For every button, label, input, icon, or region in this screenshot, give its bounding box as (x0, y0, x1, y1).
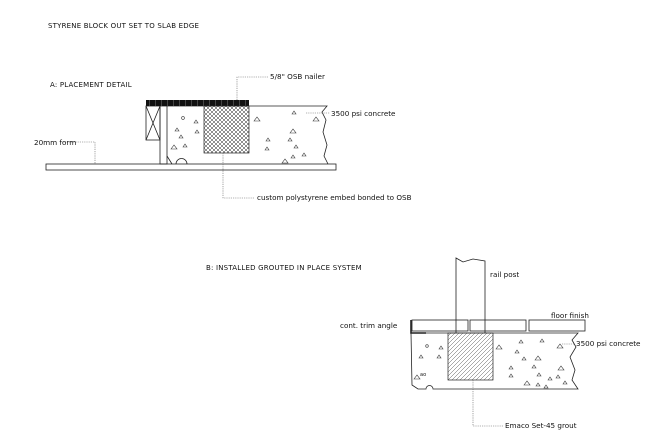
concrete-outline (167, 105, 329, 165)
label-trim-angle: cont. trim angle (340, 321, 398, 330)
form-brace (145, 105, 161, 141)
label-osb-nailer: 5/8" OSB nailer (270, 72, 325, 81)
aggregate-marks (413, 338, 568, 389)
label-concrete-b: 3500 psi concrete (576, 339, 641, 348)
aggregate-mark: ao (420, 372, 426, 378)
osb-nailer (146, 100, 249, 106)
grout-leader (472, 380, 504, 427)
label-polystyrene-embed: custom polystyrene embed bonded to OSB (257, 193, 412, 202)
label-floor-finish: floor finish (551, 311, 589, 320)
label-20mm-form: 20mm form (34, 138, 76, 147)
slab-base (45, 163, 337, 171)
label-grout: Emaco Set-45 grout (505, 421, 577, 430)
floor-finish-tile (469, 319, 527, 332)
detail-b: B: INSTALLED GROUTED IN PLACE SYSTEM rai… (206, 257, 641, 430)
concrete-outline-b (410, 332, 579, 390)
label-rail-post: rail post (490, 270, 519, 279)
form-board (159, 105, 168, 165)
polystyrene-embed (203, 105, 250, 154)
detail-a-title: A: PLACEMENT DETAIL (50, 81, 132, 89)
detail-b-title: B: INSTALLED GROUTED IN PLACE SYSTEM (206, 264, 362, 272)
detail-a: A: PLACEMENT DETAIL 5/8" OSB nailer 3500… (34, 72, 412, 202)
aggregate-marks (170, 110, 320, 164)
floor-finish-tile (411, 319, 469, 332)
embed-leader (222, 153, 255, 199)
sheet-title: STYRENE BLOCK OUT SET TO SLAB EDGE (48, 22, 199, 30)
label-concrete-a: 3500 psi concrete (331, 109, 396, 118)
void-bump (175, 158, 188, 165)
form-leader (60, 141, 96, 164)
nailer-leader (236, 76, 268, 100)
rail-post (455, 257, 486, 333)
floor-finish-tile (528, 319, 586, 332)
grout-pocket (447, 332, 494, 381)
